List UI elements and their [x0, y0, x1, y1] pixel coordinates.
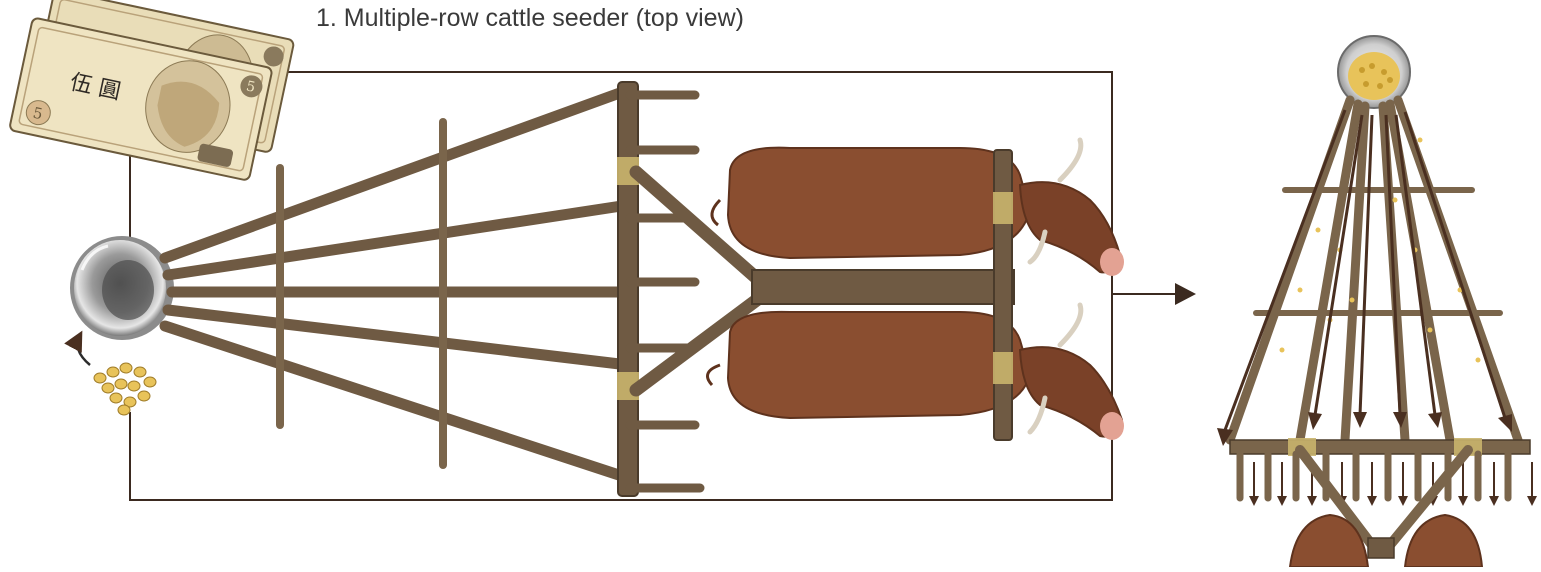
banknote-icon: 5 5 伍 圓 [9, 0, 294, 181]
front-view-seeder [1217, 36, 1537, 567]
figure-title: 1. Multiple-row cattle seeder (top view) [316, 4, 744, 33]
draw-bar [752, 270, 1014, 304]
yoke [993, 150, 1013, 440]
arrow-icon [1112, 283, 1196, 305]
seed-pile-icon [78, 335, 156, 415]
seeder-beam [617, 82, 700, 496]
seed-hopper-icon [70, 236, 174, 340]
